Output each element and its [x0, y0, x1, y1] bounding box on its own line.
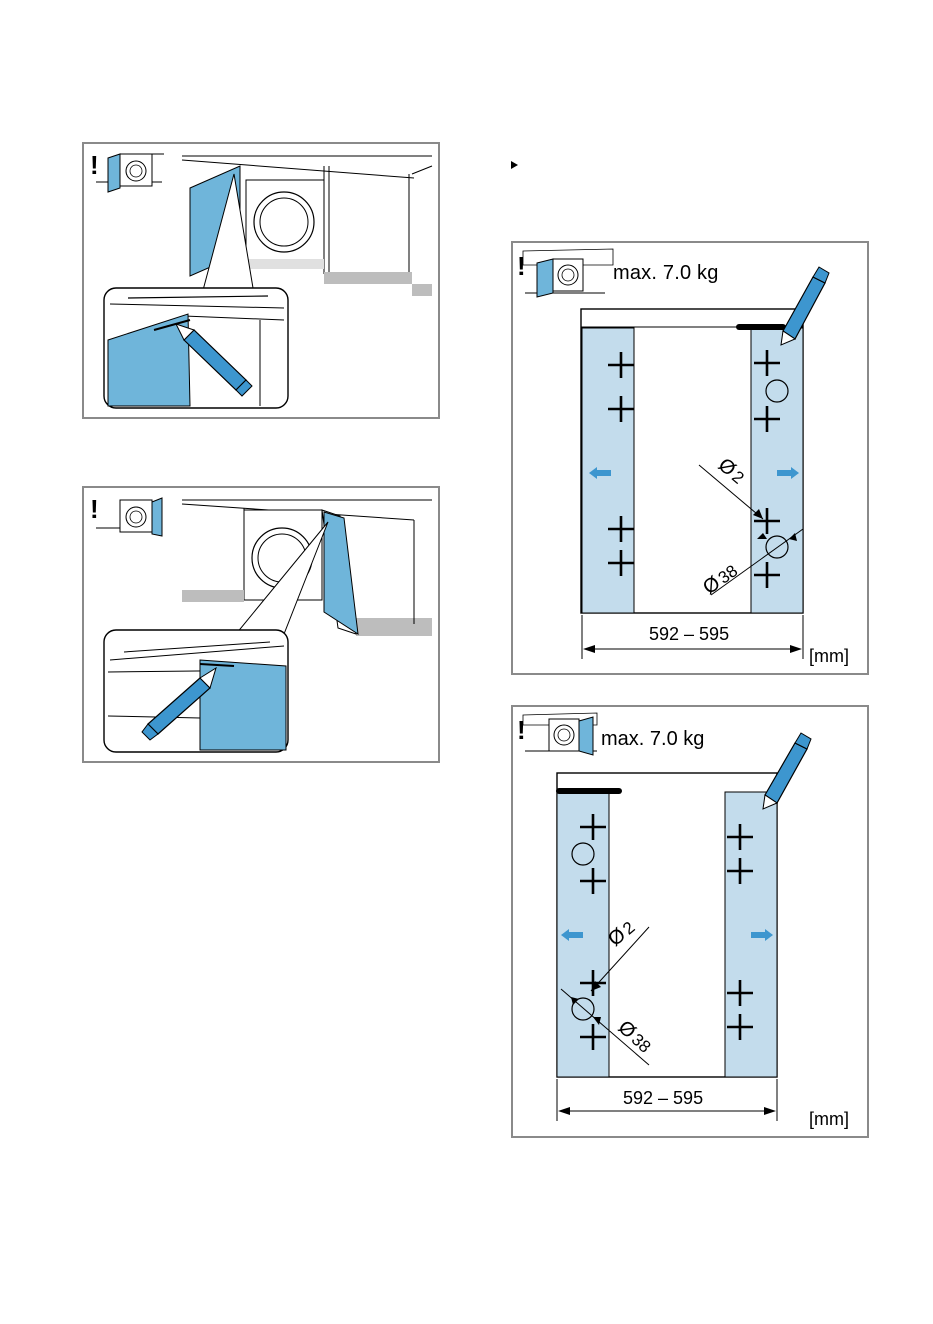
pencil-icon: [763, 733, 811, 809]
warning-icon: !: [90, 150, 99, 180]
pencil-icon: [781, 267, 829, 345]
mini-washer-icon: [96, 498, 162, 536]
list-bullet: [511, 161, 518, 169]
mini-washer-icon: [523, 713, 597, 755]
dimension-label: 592 – 595: [649, 624, 729, 645]
figure-drill-template-left: ! max. 7.0 kg: [511, 705, 869, 1138]
mini-washer-icon: [523, 249, 613, 297]
warning-icon: !: [90, 494, 99, 524]
figure-mark-hinge-right: !: [82, 486, 440, 763]
figure-mark-hinge-left: !: [82, 142, 440, 419]
furniture-door-open: [324, 512, 358, 634]
unit-label: [mm]: [809, 1109, 849, 1130]
unit-label: [mm]: [809, 646, 849, 667]
weight-label: max. 7.0 kg: [613, 262, 719, 284]
weight-label: max. 7.0 kg: [601, 728, 704, 750]
mini-washer-icon: [96, 154, 164, 192]
figure-drill-template-right: ! max. 7.0 kg: [511, 241, 869, 675]
dimension-label: 592 – 595: [623, 1088, 703, 1109]
